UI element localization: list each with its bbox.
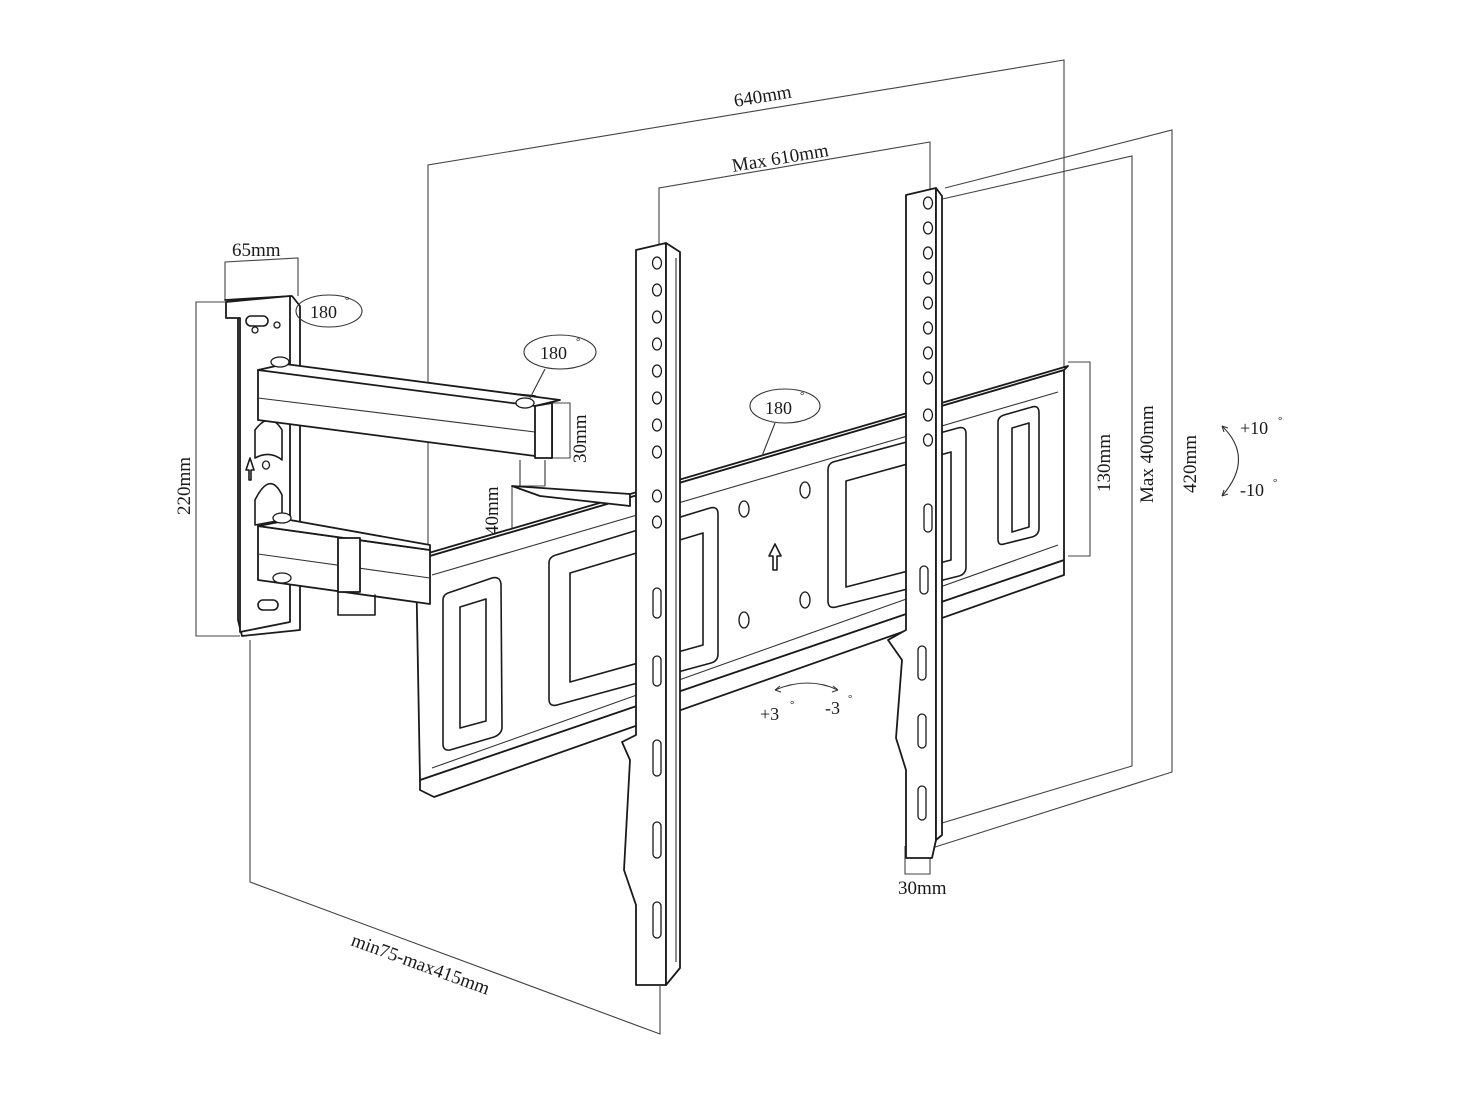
label-420mm: 420mm [1180, 435, 1201, 493]
right-rail-holes [917, 196, 934, 821]
level-minus-label: -3 [825, 698, 840, 718]
rotation-arm: 180 ° [523, 334, 597, 399]
rotation-wall: 180 ° [295, 294, 363, 328]
label-max-400mm: Max 400mm [1137, 405, 1158, 503]
tilt-down-label: -10 [1240, 480, 1264, 500]
lower-arm [257, 485, 631, 616]
horizontal-mounting-plate [415, 365, 1069, 798]
dim-640-outline [427, 59, 1065, 555]
left-vertical-rail [621, 242, 681, 986]
svg-text:°: ° [1278, 415, 1282, 427]
level-indicator: +3 ° -3 ° [760, 682, 852, 724]
rotation-plate-label: 180 [765, 398, 792, 418]
dim-130-outline [1068, 361, 1091, 557]
dim-220-outline [195, 301, 240, 637]
dim-30-rail-outline [904, 846, 931, 875]
label-extension: min75-max415mm [348, 930, 492, 1000]
svg-text:°: ° [576, 336, 580, 348]
dim-30-arm-outline [550, 402, 571, 459]
rotation-arm-label: 180 [540, 343, 567, 363]
label-640mm: 640mm [732, 82, 793, 112]
svg-text:°: ° [848, 693, 852, 705]
label-30mm-rail: 30mm [898, 878, 947, 899]
tilt-indicator: +10 ° -10 ° [1221, 415, 1282, 500]
rotation-plate: 180 ° [749, 388, 821, 457]
label-30mm-arm: 30mm [570, 414, 591, 463]
svg-text:°: ° [790, 699, 794, 711]
rotation-wall-label: 180 [310, 302, 337, 322]
left-rail-holes [651, 256, 663, 939]
upper-arm [257, 356, 561, 490]
tilt-up-label: +10 [1240, 418, 1268, 438]
label-220mm: 220mm [174, 457, 195, 515]
svg-text:°: ° [345, 295, 349, 307]
svg-text:°: ° [800, 390, 804, 402]
right-vertical-rail [887, 187, 943, 859]
dim-610-outline [658, 141, 931, 255]
dim-extension-outline [249, 640, 661, 1035]
dim-65-outline [224, 257, 299, 300]
label-40mm: 40mm [482, 486, 503, 535]
svg-text:°: ° [1273, 477, 1277, 489]
dim-400-outline [931, 155, 1133, 827]
dim-420-outline [931, 129, 1173, 849]
dimension-lines [195, 59, 1173, 1035]
label-130mm: 130mm [1094, 434, 1115, 492]
label-65mm: 65mm [232, 240, 281, 261]
label-max-610mm: Max 610mm [730, 140, 830, 177]
center-up-arrow [768, 543, 782, 571]
level-plus-label: +3 [760, 704, 779, 724]
